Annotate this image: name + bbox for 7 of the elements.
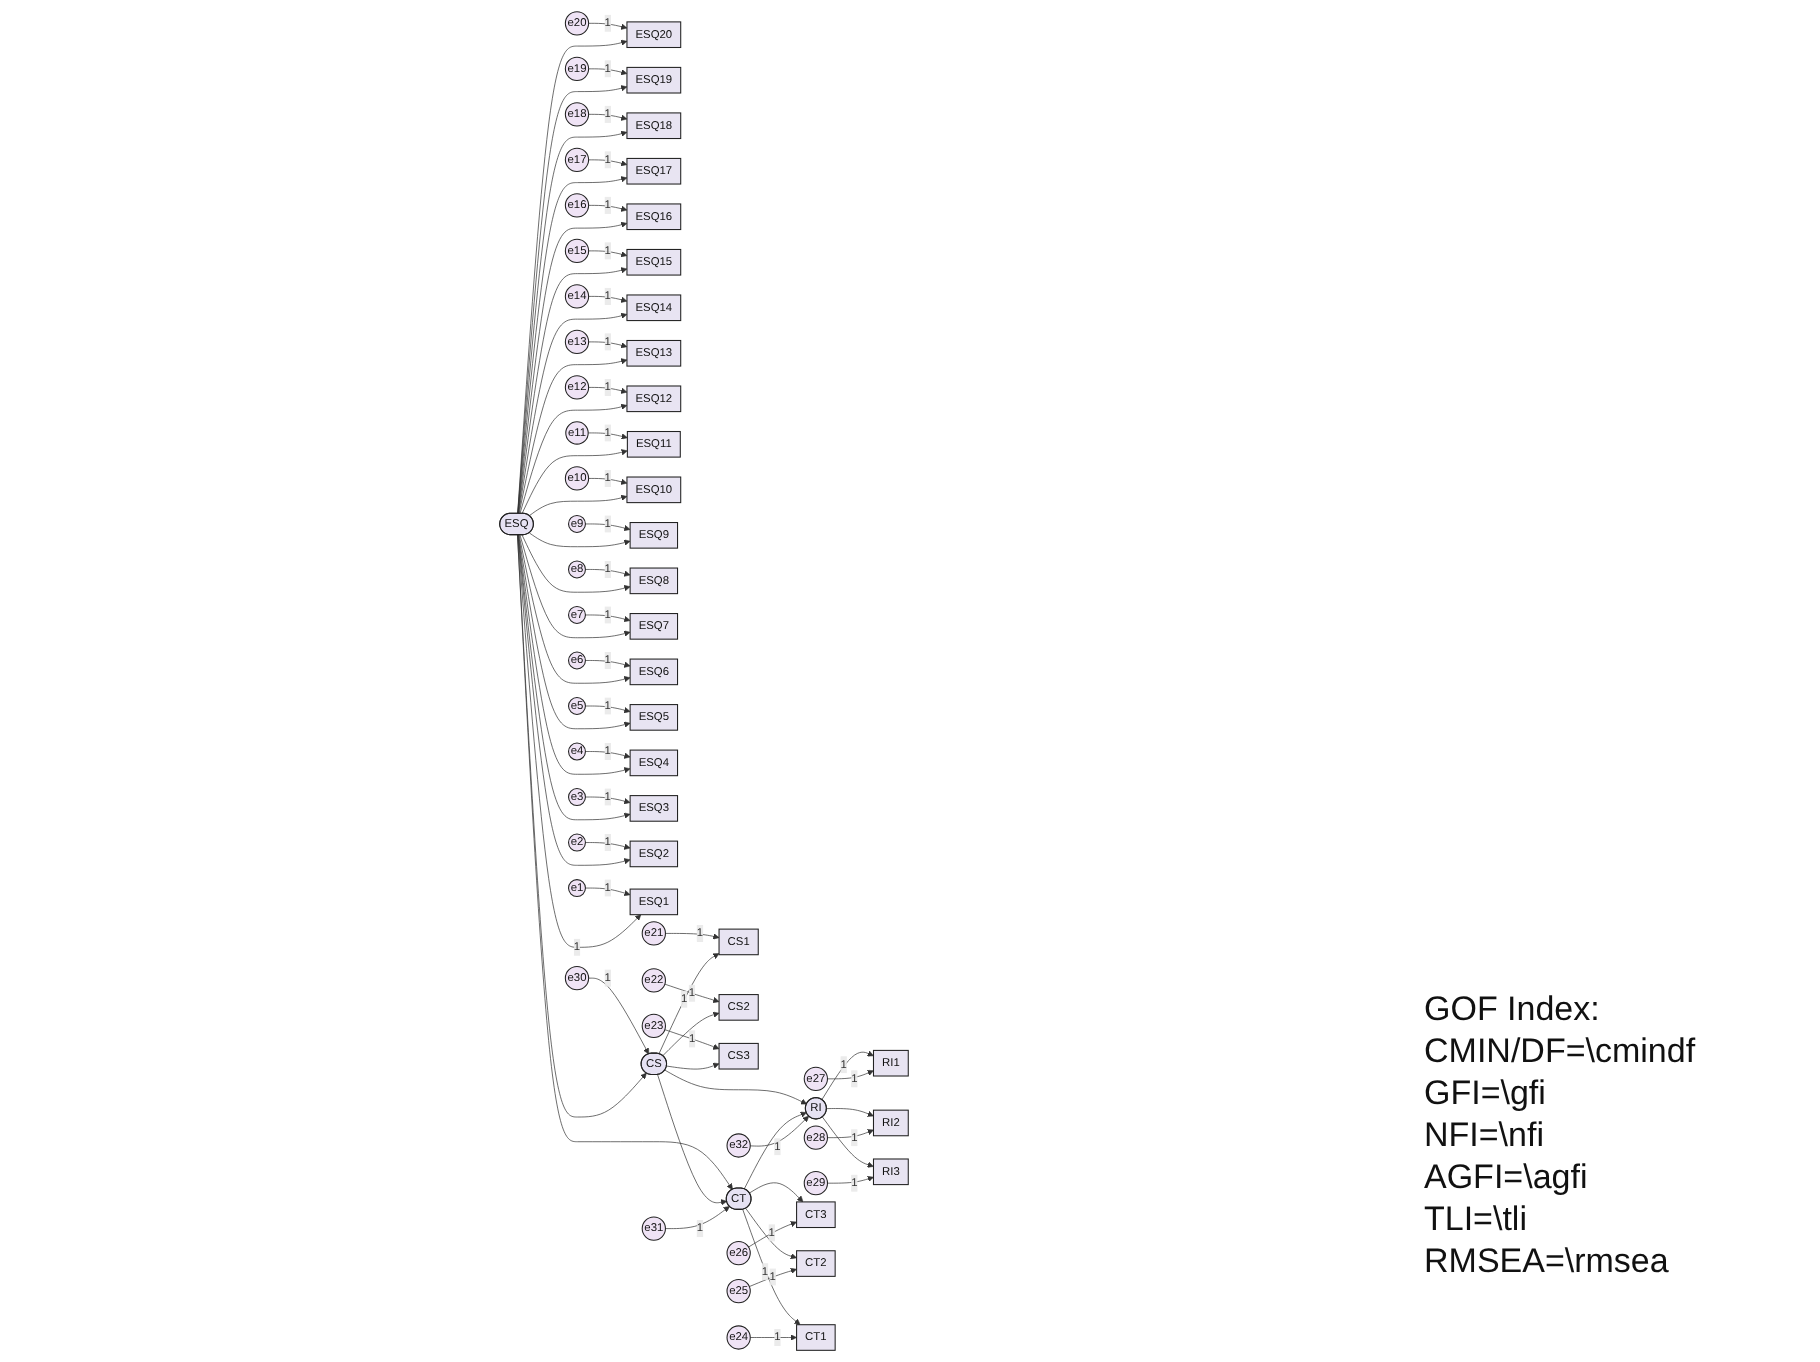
fit-index-note: AGFI=\agfi (1424, 1156, 1590, 1198)
fit-index-note: GFI=\gfi (1424, 1072, 1548, 1114)
fit-index-note: TLI=\tli (1424, 1198, 1529, 1240)
fit-index-note: CMIN/DF=\cmindf (1424, 1030, 1698, 1072)
fit-index-note: RMSEA=\rmsea (1424, 1240, 1671, 1282)
fit-index-note: GOF Index: (1424, 988, 1602, 1030)
fit-index-note: NFI=\nfi (1424, 1114, 1546, 1156)
